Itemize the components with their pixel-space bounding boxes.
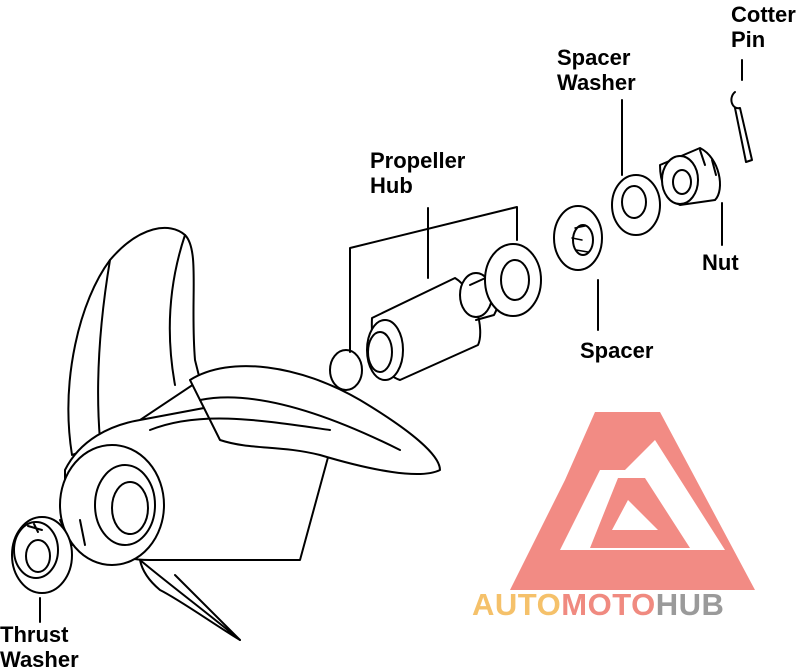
label-spacer-text: Spacer: [580, 338, 654, 363]
spacer-washer-part: [611, 99, 661, 236]
label-spacer-washer: Spacer Washer: [557, 45, 636, 95]
label-thrust-washer-line1: Thrust: [0, 622, 69, 647]
propeller-hub-part: [329, 243, 542, 391]
watermark-moto: MOTO: [561, 587, 656, 622]
watermark-text: AUTOMOTOHUB: [472, 587, 724, 623]
thrust-washer-part: [11, 516, 73, 594]
nut-part: [659, 147, 723, 246]
propeller: [59, 227, 441, 641]
label-cotter-pin: Cotter Pin: [731, 2, 796, 52]
spacer-part: [553, 205, 603, 331]
label-cotter-pin-line2: Pin: [731, 27, 766, 52]
watermark-logo: [510, 412, 755, 590]
label-spacer: Spacer: [580, 338, 653, 363]
label-propeller-hub: Propeller Hub: [370, 148, 465, 198]
propeller-hub-leader: [349, 206, 518, 353]
label-cotter-pin-line1: Cotter: [731, 2, 796, 27]
watermark-auto: AUTO: [472, 587, 562, 622]
label-thrust-washer-line2: Washer: [0, 647, 79, 672]
label-spacer-washer-line1: Spacer: [557, 45, 631, 70]
label-nut: Nut: [702, 250, 739, 275]
watermark-hub: HUB: [655, 587, 725, 622]
cotter-pin-part: [730, 59, 753, 163]
label-propeller-hub-line1: Propeller: [370, 148, 466, 173]
label-spacer-washer-line2: Washer: [557, 70, 636, 95]
label-propeller-hub-line2: Hub: [370, 173, 413, 198]
label-nut-text: Nut: [702, 250, 739, 275]
label-thrust-washer: Thrust Washer: [0, 622, 79, 672]
